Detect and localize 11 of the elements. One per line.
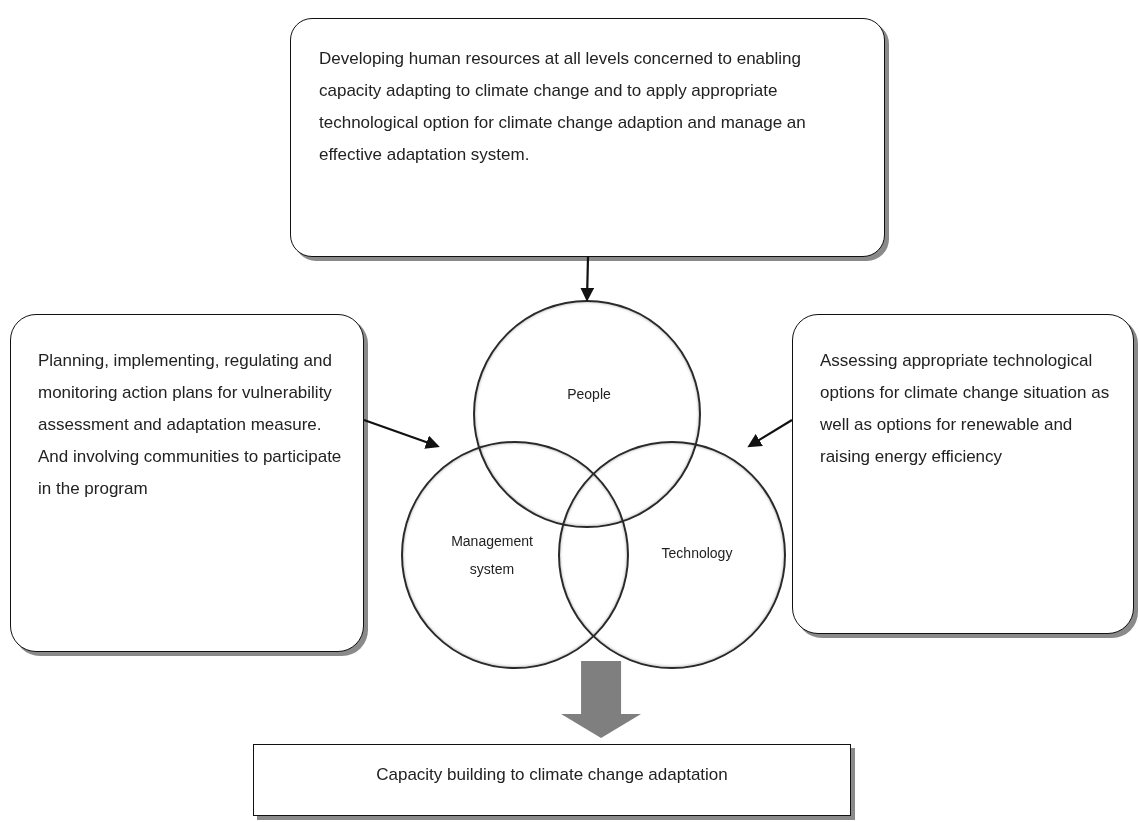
box-text: Planning, implementing, regulating and monitoring action plans for vulnerability assessment and adaptation measure. And involving communities to participate in the program bbox=[38, 350, 343, 500]
circle-label: Technology bbox=[660, 544, 734, 563]
arrow bbox=[580, 256, 595, 302]
circle-label: Management system bbox=[450, 532, 534, 579]
circle-label: People bbox=[566, 385, 612, 404]
box-text: Capacity building to climate change adaptation bbox=[376, 764, 728, 786]
box-text: Developing human resources at all levels concerned to enabling capacity adapting to climate change and to apply appropriate technological option for climate change adaption and manage an effective adaptation system. bbox=[319, 48, 807, 166]
arrow bbox=[363, 418, 440, 449]
arrow bbox=[747, 419, 793, 448]
block-arrow bbox=[561, 661, 642, 738]
box-text: Assessing appropriate technological options for climate change situation as well as options for renewable and raising energy efficiency bbox=[820, 350, 1111, 468]
